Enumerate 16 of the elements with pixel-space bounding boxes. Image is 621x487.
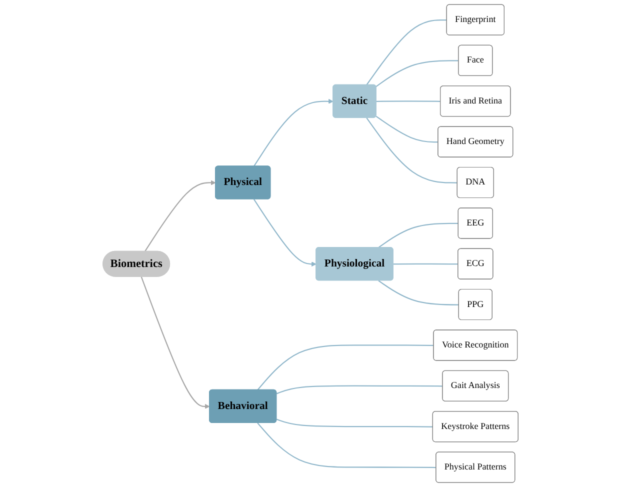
- connector: [376, 100, 441, 102]
- arrow: [144, 180, 216, 252]
- connector: [366, 19, 447, 86]
- connector: [376, 116, 438, 143]
- connector: [376, 60, 459, 87]
- connector: [276, 385, 443, 394]
- arrow: [140, 276, 210, 409]
- connector: [366, 118, 458, 184]
- connector: [378, 280, 459, 306]
- connector: [276, 418, 433, 428]
- connector: [257, 422, 436, 468]
- connector: [378, 222, 458, 248]
- connector: [257, 344, 434, 390]
- connector: [393, 263, 458, 265]
- arrow: [253, 98, 334, 167]
- arrow: [253, 198, 316, 267]
